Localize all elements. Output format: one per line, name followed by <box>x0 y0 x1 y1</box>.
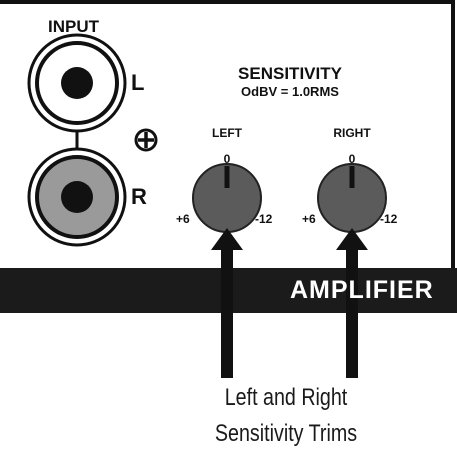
input-right-label: R <box>131 184 147 209</box>
left-knob-plus-mark: +6 <box>176 212 190 226</box>
sensitivity-reference: OdBV = 1.0RMS <box>241 84 339 99</box>
caption-line-1: Left and Right <box>224 384 348 411</box>
right-knob-zero-mark: 0 <box>348 152 356 166</box>
left-knob-zero-mark: 0 <box>223 152 231 166</box>
sensitivity-title: SENSITIVITY <box>238 64 342 83</box>
right-knob-label: RIGHT <box>333 126 371 140</box>
right-sensitivity-knob <box>317 163 387 233</box>
input-jack-left <box>27 33 127 133</box>
amplifier-label: AMPLIFIER <box>290 276 434 304</box>
left-knob-minus-mark: -12 <box>255 212 273 226</box>
right-knob-minus-mark: -12 <box>380 212 398 226</box>
left-trim-arrow <box>211 228 243 378</box>
right-knob-plus-mark: +6 <box>302 212 316 226</box>
caption-line-2: Sensitivity Trims <box>214 420 358 447</box>
input-title: INPUT <box>48 17 99 36</box>
left-knob-label: LEFT <box>212 126 242 140</box>
right-trim-arrow <box>336 228 368 378</box>
caption: Left and Right Sensitivity Trims <box>184 380 389 452</box>
input-jack-right <box>27 147 127 247</box>
left-sensitivity-knob <box>192 163 262 233</box>
input-left-label: L <box>131 70 145 95</box>
plus-circle-icon <box>134 128 158 152</box>
